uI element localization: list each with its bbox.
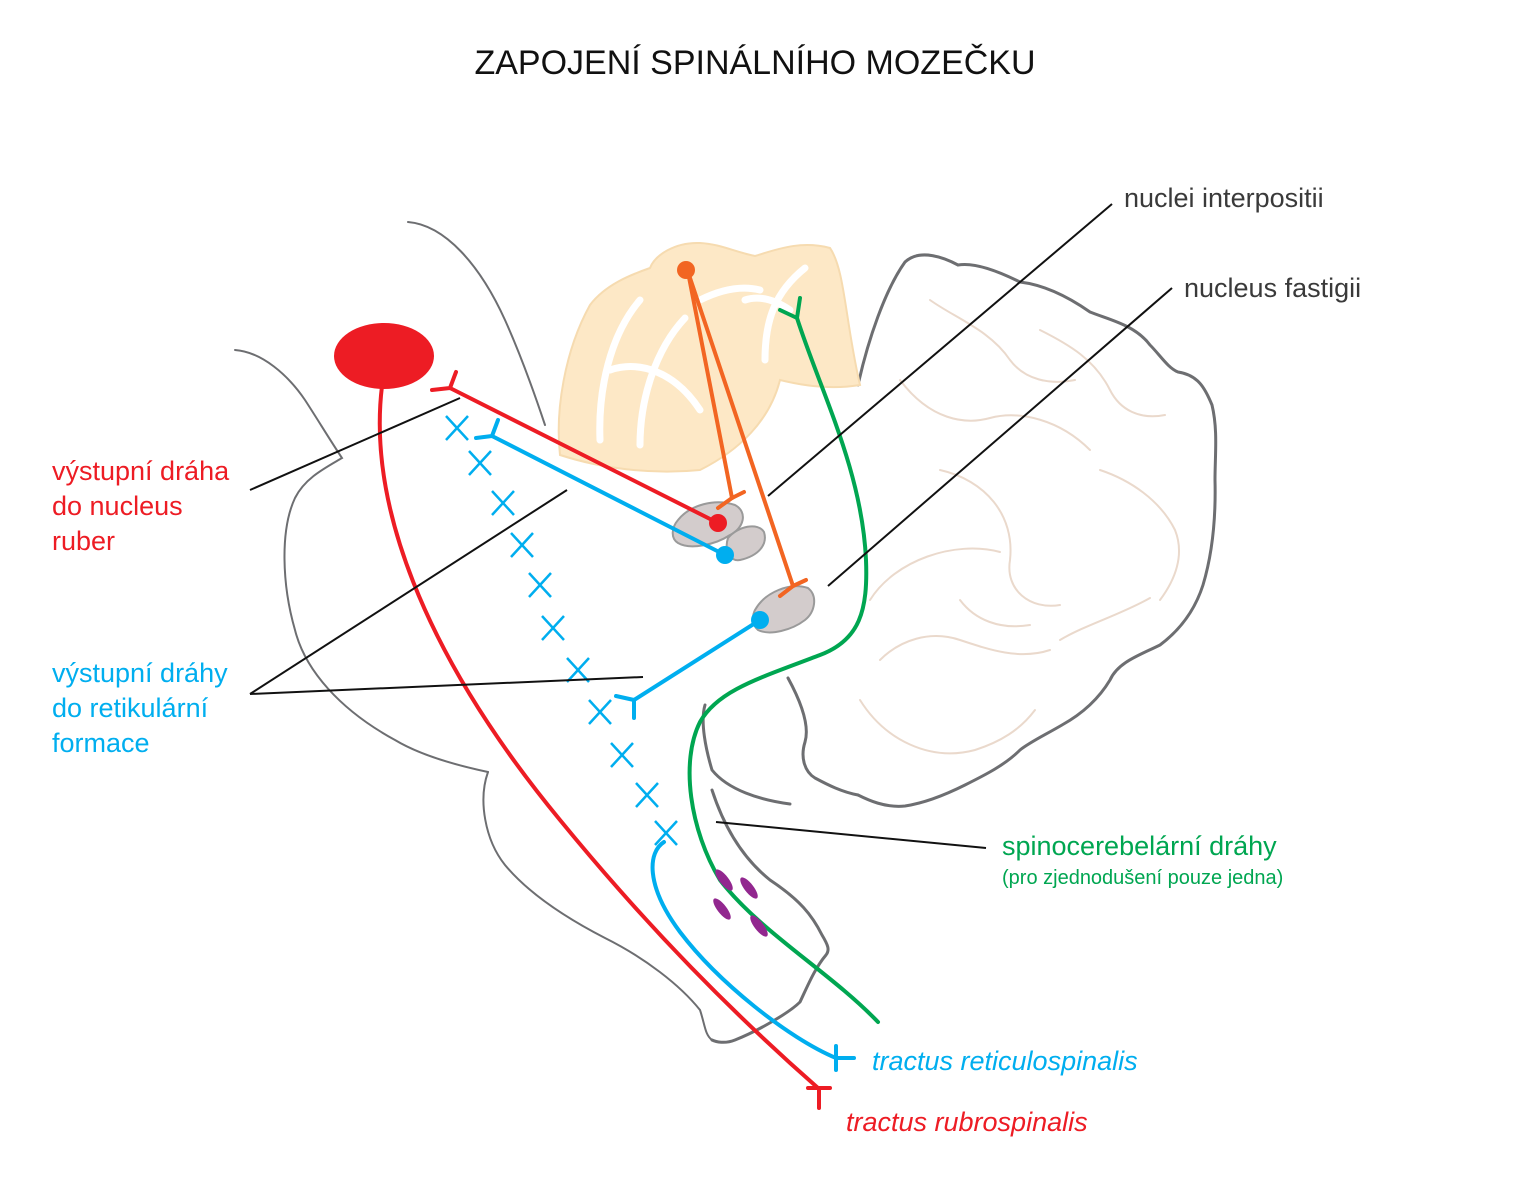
spinocerebellar-tract-path bbox=[687, 316, 880, 1024]
output-reticular-lower-terminal bbox=[614, 694, 636, 720]
purkinje-to-fastigii bbox=[686, 270, 795, 588]
white-branch bbox=[761, 264, 809, 364]
reticular-cross bbox=[468, 450, 492, 476]
tractus-rubrospinalis-terminal bbox=[806, 1086, 832, 1110]
reticular-cross bbox=[588, 699, 612, 725]
brainstem-lower-right-contour bbox=[710, 788, 830, 1044]
tractus-reticulospinalis-terminal bbox=[834, 1044, 856, 1072]
label-nucleus-fastigii: nucleus fastigii bbox=[1184, 273, 1361, 303]
reticular-cross bbox=[566, 657, 590, 683]
label-spinocerebellar-note: (pro zjednodušení pouze jedna) bbox=[1002, 867, 1283, 889]
reticular-cross bbox=[491, 490, 515, 516]
reticular-cross bbox=[510, 532, 534, 558]
label-tractus-rubrospinalis: tractus rubrospinalis bbox=[846, 1107, 1088, 1137]
brainstem-fold bbox=[701, 703, 792, 806]
vermis-folia bbox=[557, 241, 862, 473]
reticular-cross bbox=[445, 415, 469, 441]
label-output-reticular-line1: výstupní dráhy bbox=[52, 658, 228, 688]
label-output-ruber-line2: do nucleus bbox=[52, 491, 183, 521]
reticular-cross bbox=[610, 742, 634, 768]
purkinje-to-interpositus-terminal bbox=[716, 490, 746, 510]
purkinje-to-interpositus bbox=[686, 270, 734, 500]
reticular-cross bbox=[541, 615, 565, 641]
leader-nucleus-fastigii bbox=[827, 287, 1173, 587]
folia-line bbox=[959, 599, 1031, 628]
white-branch bbox=[606, 363, 704, 414]
output-reticular-lower-path bbox=[632, 618, 762, 702]
output-reticular-upper-path bbox=[490, 434, 727, 557]
label-tractus-reticulospinalis: tractus reticulospinalis bbox=[872, 1046, 1138, 1076]
folia-line bbox=[869, 547, 1001, 601]
folia-line bbox=[899, 379, 1091, 451]
white-branch bbox=[596, 296, 644, 444]
folia-line bbox=[929, 299, 1076, 383]
olive-ellipse bbox=[715, 869, 733, 891]
output-reticular-lower-dot bbox=[751, 611, 769, 629]
purkinje-to-fastigii-terminal bbox=[778, 578, 808, 598]
folia-line bbox=[939, 469, 1061, 607]
tractus-rubrospinalis-path bbox=[377, 384, 820, 1090]
folia-line bbox=[1099, 469, 1180, 601]
olive-ellipse bbox=[740, 877, 758, 899]
output-reticular-upper-terminal bbox=[474, 418, 500, 440]
label-output-ruber-line1: výstupní dráha bbox=[52, 456, 230, 486]
output-reticular-upper-dot bbox=[716, 546, 734, 564]
folia-line bbox=[859, 699, 1036, 755]
olive-ellipse bbox=[750, 915, 768, 937]
reticular-cross bbox=[654, 820, 678, 846]
output-ruber-origin-dot bbox=[709, 514, 727, 532]
leader-output-reticular-lower bbox=[249, 676, 644, 695]
label-output-reticular-line3: formace bbox=[52, 728, 150, 758]
nucleus-ruber bbox=[334, 323, 434, 389]
tractus-reticulospinalis-path bbox=[650, 840, 838, 1060]
brainstem-lower-left-contour bbox=[482, 771, 713, 1041]
white-branch bbox=[696, 284, 764, 304]
label-spinocerebellar: spinocerebelární dráhy bbox=[1002, 831, 1277, 861]
folia-line bbox=[1059, 597, 1151, 641]
diagram-title: ZAPOJENÍ SPINÁLNÍHO MOZEČKU bbox=[474, 44, 1035, 82]
reticular-cross bbox=[528, 572, 552, 598]
label-nuclei-interpositii: nuclei interpositii bbox=[1124, 183, 1324, 213]
brainstem-top-arc bbox=[407, 221, 546, 426]
brainstem-left-contour bbox=[234, 349, 489, 773]
leader-output-ruber bbox=[249, 397, 461, 491]
leader-output-reticular-upper bbox=[249, 489, 568, 695]
leader-spinocerebellar bbox=[715, 821, 987, 849]
white-branch bbox=[741, 294, 794, 314]
label-output-reticular-line2: do retikulární bbox=[52, 693, 209, 723]
white-branch bbox=[636, 314, 689, 449]
output-ruber-path bbox=[448, 386, 720, 525]
output-ruber-terminal bbox=[430, 370, 458, 392]
vermis-white-matter bbox=[596, 264, 809, 449]
reticular-cross bbox=[635, 782, 659, 808]
purkinje-cell-dot bbox=[677, 261, 695, 279]
olivary-nuclei bbox=[713, 869, 768, 937]
cerebellum-outline bbox=[856, 253, 1218, 808]
spinocerebellar-tract-terminal bbox=[778, 296, 802, 320]
label-output-ruber-line3: ruber bbox=[52, 526, 115, 556]
folia-line bbox=[879, 635, 1051, 661]
cerebellum-lower-contour bbox=[786, 676, 860, 797]
folia-line bbox=[1039, 329, 1166, 418]
cerebellar-folia bbox=[859, 299, 1180, 755]
olive-ellipse bbox=[713, 898, 731, 920]
leader-nuclei-interpositii bbox=[767, 203, 1113, 497]
reticular-formation-crosses bbox=[445, 415, 678, 846]
